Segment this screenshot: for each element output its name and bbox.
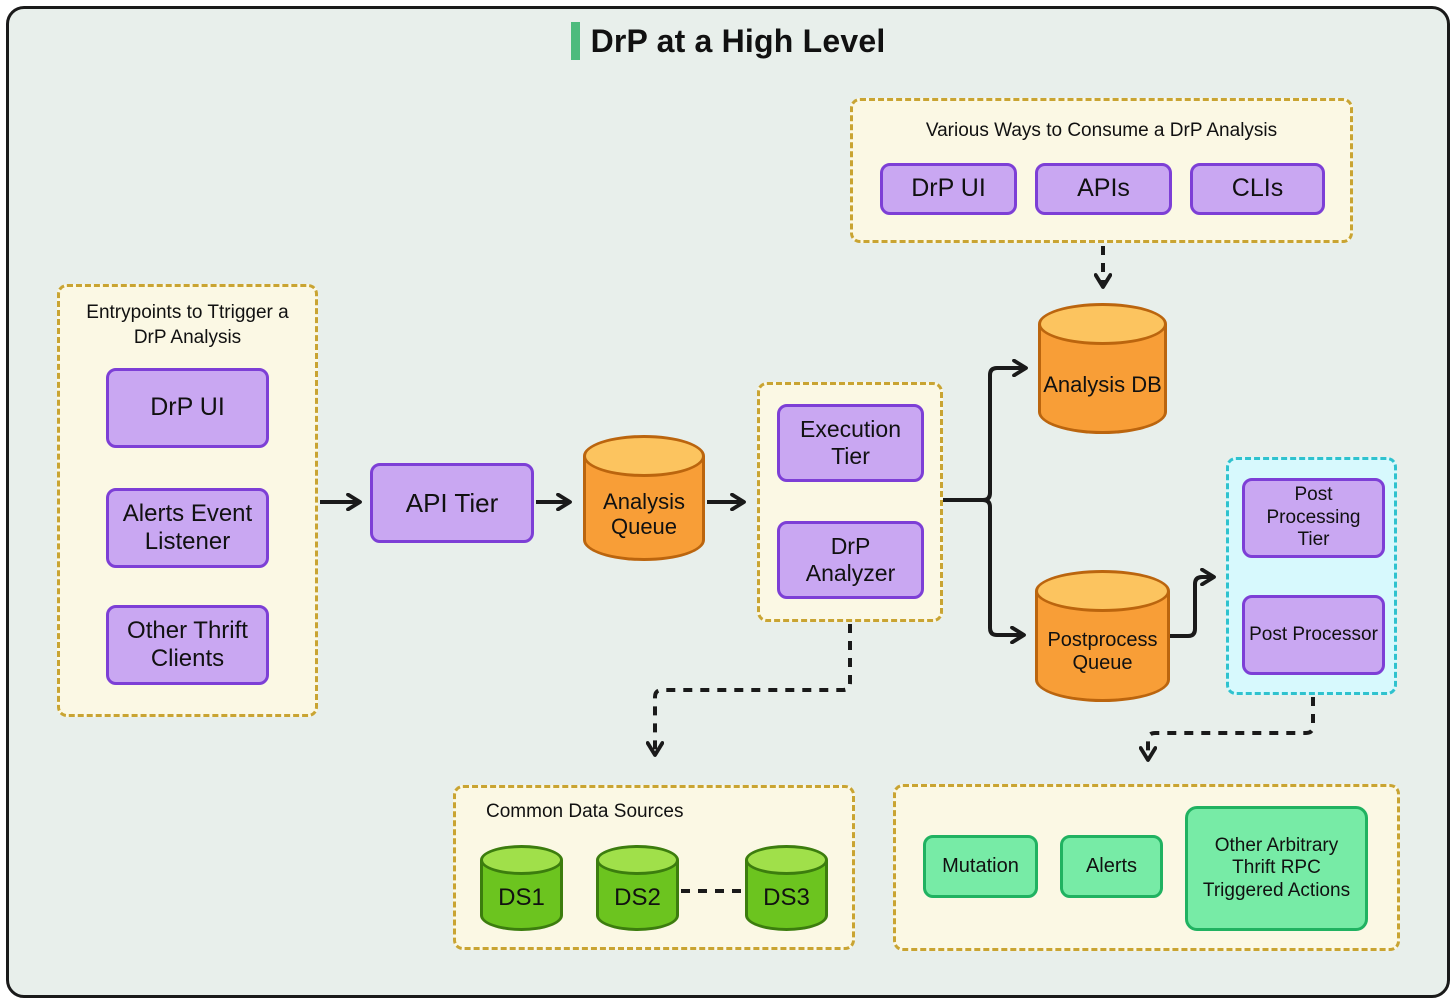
node-consume-clis: CLIs — [1190, 163, 1325, 215]
cylinder-top — [745, 845, 828, 875]
cylinder-top — [1035, 570, 1170, 612]
postprocess-queue-label: Postprocess Queue — [1047, 629, 1158, 674]
ds2-cylinder: DS2 — [596, 845, 679, 931]
title-accent-bar — [570, 22, 580, 60]
diagram-title-row: DrP at a High Level — [0, 22, 1456, 60]
group-entrypoints-title: Entrypoints to Ttrigger a DrP Analysis — [86, 302, 289, 348]
node-api-tier: API Tier — [370, 463, 534, 543]
node-alerts: Alerts — [1060, 835, 1163, 898]
diagram-title: DrP at a High Level — [590, 22, 886, 59]
analysis-queue-label: Analysis Queue — [603, 488, 685, 539]
node-entry-alerts-listener: Alerts Event Listener — [106, 488, 269, 568]
node-consume-apis: APIs — [1035, 163, 1172, 215]
cylinder-top — [1038, 303, 1167, 345]
ds1-cylinder: DS1 — [480, 845, 563, 931]
postprocess-queue-cylinder: Postprocess Queue — [1035, 570, 1170, 702]
cylinder-body — [583, 456, 705, 561]
node-entry-drp-ui: DrP UI — [106, 368, 269, 448]
cylinder-top — [583, 435, 705, 477]
group-data-sources-title: Common Data Sources — [486, 801, 684, 822]
analysis-db-label: Analysis DB — [1043, 371, 1162, 397]
node-consume-drp-ui: DrP UI — [880, 163, 1017, 215]
analysis-db-cylinder: Analysis DB — [1038, 303, 1167, 434]
node-mutation: Mutation — [923, 835, 1038, 898]
ds1-label: DS1 — [498, 884, 545, 912]
ds3-label: DS3 — [763, 884, 810, 912]
node-execution-tier: Execution Tier — [777, 404, 924, 482]
ds3-cylinder: DS3 — [745, 845, 828, 931]
node-post-processing-tier: Post Processing Tier — [1242, 478, 1385, 558]
node-drp-analyzer: DrP Analyzer — [777, 521, 924, 599]
cylinder-top — [596, 845, 679, 875]
cylinder-top — [480, 845, 563, 875]
node-post-processor: Post Processor — [1242, 595, 1385, 675]
group-consume-title: Various Ways to Consume a DrP Analysis — [925, 120, 1278, 141]
analysis-queue-cylinder: Analysis Queue — [583, 435, 705, 561]
node-entry-thrift-clients: Other Thrift Clients — [106, 605, 269, 685]
ds2-label: DS2 — [614, 884, 661, 912]
node-other-actions: Other Arbitrary Thrift RPC Triggered Act… — [1185, 806, 1368, 931]
